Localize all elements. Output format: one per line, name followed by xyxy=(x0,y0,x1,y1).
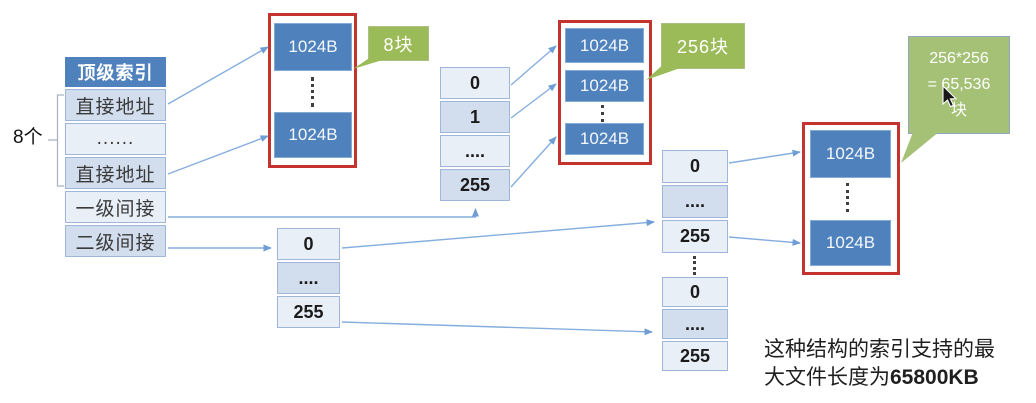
top-index-table: 顶级索引 直接地址 ...... 直接地址 一级间接 二级间接 xyxy=(65,57,166,257)
data-block: 1024B xyxy=(810,220,891,266)
arrow-l2-255 xyxy=(728,236,801,246)
row-double-indirect: 二级间接 xyxy=(65,225,166,257)
index-entry: 0 xyxy=(440,67,510,99)
index-entry: 0 xyxy=(277,228,340,260)
double-indirect-l1-table: 0 .... 255 xyxy=(277,228,340,328)
top-index-header: 顶级索引 xyxy=(65,57,166,87)
double-indirect-count-callout: 256*256 = 65,536 块 xyxy=(908,36,1010,134)
arrow-direct1 xyxy=(167,46,269,105)
index-entry: .... xyxy=(662,185,728,218)
arrow-s0 xyxy=(510,45,557,86)
index-entry: .... xyxy=(662,309,728,339)
direct-count-label: 8个 xyxy=(13,127,43,148)
callout-line: = 65,536 xyxy=(927,76,991,93)
data-block: 1024B xyxy=(565,123,644,155)
data-block: 1024B xyxy=(565,70,644,102)
brace xyxy=(48,94,64,187)
footnote-line2: 大文件长度为65800KB xyxy=(764,366,979,389)
index-entry: 255 xyxy=(277,296,340,328)
data-block: 1024B xyxy=(274,112,352,158)
data-block: 1024B xyxy=(274,23,352,71)
index-entry: .... xyxy=(277,262,340,294)
arrow-direct2 xyxy=(167,135,269,175)
row-single-indirect: 一级间接 xyxy=(65,191,166,223)
footnote: 这种结构的索引支持的最 大文件长度为65800KB xyxy=(764,336,1036,392)
arrow-l1-255 xyxy=(341,321,653,336)
index-entry: 255 xyxy=(662,341,728,371)
direct-count-callout: 8块 xyxy=(368,26,429,61)
arrow-single-indirect xyxy=(168,208,479,218)
row-direct-address-2: 直接地址 xyxy=(65,157,166,189)
direct-blocks-frame: 1024B 1024B xyxy=(268,13,357,168)
arrow-s1 xyxy=(510,83,557,119)
double-indirect-l2-table-top: 0 .... 255 xyxy=(662,150,728,253)
arrow-l2-0 xyxy=(728,149,801,164)
vertical-ellipsis xyxy=(693,256,696,275)
index-entry: 0 xyxy=(662,150,728,183)
index-entry: 255 xyxy=(440,169,510,201)
arrow-s255 xyxy=(510,136,557,188)
row-ellipsis: ...... xyxy=(65,123,166,155)
callout-line: 256*256 xyxy=(929,50,989,67)
data-block: 1024B xyxy=(565,28,644,63)
index-entry: 0 xyxy=(662,277,728,307)
index-entry: 1 xyxy=(440,101,510,133)
double-indirect-l2-table-bottom: 0 .... 255 xyxy=(662,277,728,371)
single-indirect-table: 0 1 .... 255 xyxy=(440,67,510,201)
data-block: 1024B xyxy=(810,130,891,178)
max-file-size-value: 65800KB xyxy=(890,366,979,389)
vertical-ellipsis xyxy=(601,105,604,122)
row-direct-address-1: 直接地址 xyxy=(65,89,166,121)
single-indirect-blocks-frame: 1024B 1024B 1024B xyxy=(558,20,652,165)
footnote-line1: 这种结构的索引支持的最 xyxy=(764,338,995,361)
vertical-ellipsis xyxy=(846,183,849,212)
index-entry: .... xyxy=(440,135,510,167)
single-indirect-count-callout: 256块 xyxy=(661,23,745,69)
arrow-l1-0 xyxy=(341,219,655,249)
callout-line: 块 xyxy=(950,102,967,119)
vertical-ellipsis xyxy=(311,77,314,107)
index-entry: 255 xyxy=(662,220,728,253)
double-indirect-blocks-frame: 1024B 1024B xyxy=(802,122,900,275)
